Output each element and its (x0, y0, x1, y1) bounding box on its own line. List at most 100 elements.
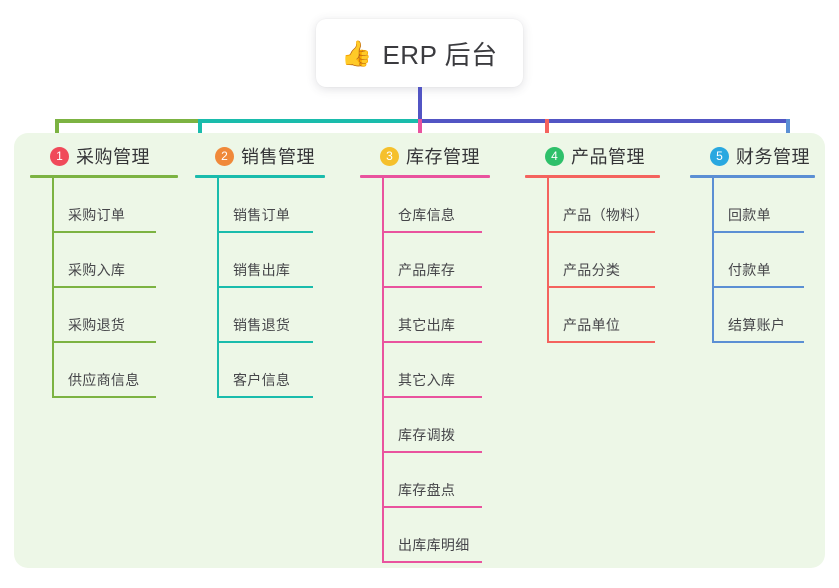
module-header-3[interactable]: 3 库存管理 (360, 143, 490, 169)
module-title: 采购管理 (76, 147, 150, 167)
module-item[interactable]: 采购退货 (52, 288, 178, 343)
module-item-rule (52, 286, 156, 288)
module-item-rule (217, 396, 313, 398)
connector-bus-segment-1 (55, 119, 200, 123)
module-item-rule (382, 286, 482, 288)
module-column-4: 4 产品管理产品（物料） 产品分类产品单位 (525, 143, 660, 343)
module-item-label: 销售退货 (233, 317, 291, 333)
module-item[interactable]: 其它入库 (382, 343, 490, 398)
module-item-label: 付款单 (728, 262, 771, 278)
module-number-badge: 5 (710, 146, 729, 166)
module-column-5: 5 财务管理回款单付款单结算账户 (690, 143, 815, 343)
connector-stem (418, 87, 422, 121)
module-item[interactable]: 库存盘点 (382, 453, 490, 508)
module-item-rule (217, 231, 313, 233)
module-item-label: 仓库信息 (398, 207, 456, 223)
module-item-list: 仓库信息产品库存其它出库其它入库库存调拨库存盘点出库库明细 (382, 178, 490, 563)
module-number-badge: 1 (50, 146, 69, 166)
module-item[interactable]: 其它出库 (382, 288, 490, 343)
module-number-badge: 4 (545, 146, 564, 166)
module-item[interactable]: 供应商信息 (52, 343, 178, 398)
module-item[interactable]: 客户信息 (217, 343, 325, 398)
module-item-label: 产品（物料） (563, 207, 649, 223)
module-spine (382, 178, 384, 563)
module-item[interactable]: 库存调拨 (382, 398, 490, 453)
module-item[interactable]: 结算账户 (712, 288, 815, 343)
module-item-label: 销售订单 (233, 207, 291, 223)
module-item-label: 产品库存 (398, 262, 456, 278)
module-number-badge: 2 (215, 146, 234, 166)
module-item-rule (547, 341, 655, 343)
module-item-rule (382, 396, 482, 398)
module-item-rule (382, 341, 482, 343)
module-header-rule (30, 175, 178, 178)
module-column-1: 1 采购管理采购订单采购入库采购退货供应商信息 (30, 143, 178, 398)
module-item-rule (382, 231, 482, 233)
module-item[interactable]: 销售退货 (217, 288, 325, 343)
module-title: 财务管理 (736, 147, 810, 167)
module-item-rule (217, 341, 313, 343)
module-title: 产品管理 (571, 147, 645, 167)
root-node-erp-backend[interactable]: 👍 ERP 后台 (316, 19, 523, 87)
module-spine (547, 178, 549, 343)
module-header-5[interactable]: 5 财务管理 (690, 143, 815, 169)
module-title: 库存管理 (406, 147, 480, 167)
module-item-rule (52, 341, 156, 343)
module-spine (52, 178, 54, 398)
module-item-list: 回款单付款单结算账户 (712, 178, 815, 343)
module-spine (712, 178, 714, 343)
module-item-label: 回款单 (728, 207, 771, 223)
module-item-rule (52, 396, 156, 398)
module-item-rule (382, 506, 482, 508)
module-item-rule (547, 231, 655, 233)
module-item-label: 供应商信息 (68, 372, 140, 388)
module-item-rule (712, 286, 804, 288)
root-node-label: ERP 后台 (382, 39, 498, 70)
module-item-rule (52, 231, 156, 233)
module-column-3: 3 库存管理仓库信息产品库存其它出库其它入库库存调拨库存盘点出库库明细 (360, 143, 490, 563)
module-item-rule (382, 561, 482, 563)
module-item[interactable]: 仓库信息 (382, 178, 490, 233)
connector-bus-segment-3 (418, 119, 790, 123)
module-item-rule (712, 231, 804, 233)
module-item-label: 采购退货 (68, 317, 126, 333)
module-item[interactable]: 付款单 (712, 233, 815, 288)
module-item[interactable]: 产品单位 (547, 288, 660, 343)
module-header-rule (525, 175, 660, 178)
module-item-label: 销售出库 (233, 262, 291, 278)
module-item[interactable]: 采购订单 (52, 178, 178, 233)
module-item-rule (547, 286, 655, 288)
module-item[interactable]: 产品库存 (382, 233, 490, 288)
connector-bus-segment-2 (198, 119, 420, 123)
module-item-label: 客户信息 (233, 372, 291, 388)
module-item[interactable]: 销售出库 (217, 233, 325, 288)
module-item-label: 库存调拨 (398, 427, 456, 443)
module-header-4[interactable]: 4 产品管理 (525, 143, 660, 169)
module-item-label: 采购入库 (68, 262, 126, 278)
module-item[interactable]: 采购入库 (52, 233, 178, 288)
module-item-list: 销售订单销售出库销售退货客户信息 (217, 178, 325, 398)
module-item-label: 产品分类 (563, 262, 621, 278)
module-item-label: 采购订单 (68, 207, 126, 223)
module-item-rule (382, 451, 482, 453)
module-item-label: 库存盘点 (398, 482, 456, 498)
module-header-rule (360, 175, 490, 178)
module-item[interactable]: 产品（物料） (547, 178, 660, 233)
module-spine (217, 178, 219, 398)
thumbs-up-icon: 👍 (341, 39, 373, 68)
module-item-label: 产品单位 (563, 317, 621, 333)
module-item[interactable]: 销售订单 (217, 178, 325, 233)
module-item[interactable]: 出库库明细 (382, 508, 490, 563)
modules-panel (14, 133, 825, 568)
module-item[interactable]: 产品分类 (547, 233, 660, 288)
module-number-badge: 3 (380, 146, 399, 166)
module-item-label: 结算账户 (728, 317, 786, 333)
module-item-rule (217, 286, 313, 288)
module-header-1[interactable]: 1 采购管理 (30, 143, 178, 169)
module-item-label: 出库库明细 (398, 537, 470, 553)
module-item[interactable]: 回款单 (712, 178, 815, 233)
module-item-label: 其它入库 (398, 372, 456, 388)
